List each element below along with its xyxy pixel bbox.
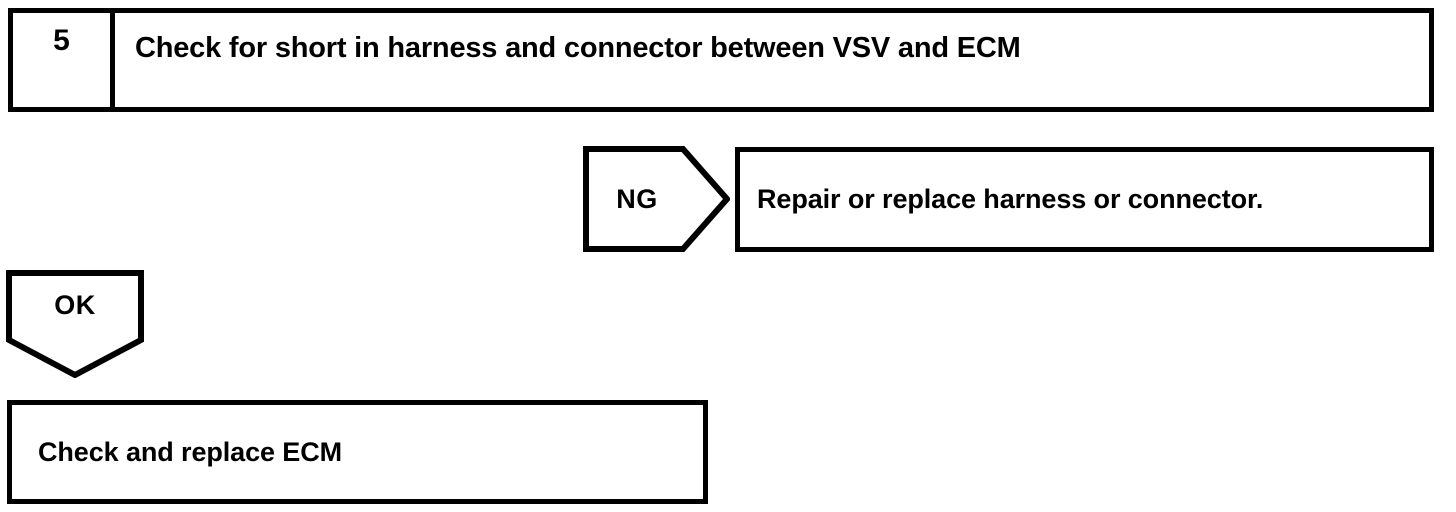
step-number: 5 <box>53 24 70 57</box>
ng-result-text: Repair or replace harness or connector. <box>757 184 1264 214</box>
ok-result-box: Check and replace ECM <box>7 400 708 504</box>
pentagon-down-icon <box>6 270 144 378</box>
ng-branch-label: NG <box>616 183 658 214</box>
pentagon-right-icon <box>583 146 730 252</box>
ng-branch-pentagon: NG <box>583 146 730 252</box>
ok-result-text: Check and replace ECM <box>38 437 343 467</box>
step-header-row: 5 Check for short in harness and connect… <box>8 8 1434 112</box>
step-title: Check for short in harness and connector… <box>135 32 1021 64</box>
ng-result-box: Repair or replace harness or connector. <box>735 147 1434 252</box>
step-number-cell: 5 <box>13 13 115 107</box>
ok-branch-label: OK <box>54 289 96 320</box>
ok-branch-pentagon: OK <box>6 270 144 378</box>
